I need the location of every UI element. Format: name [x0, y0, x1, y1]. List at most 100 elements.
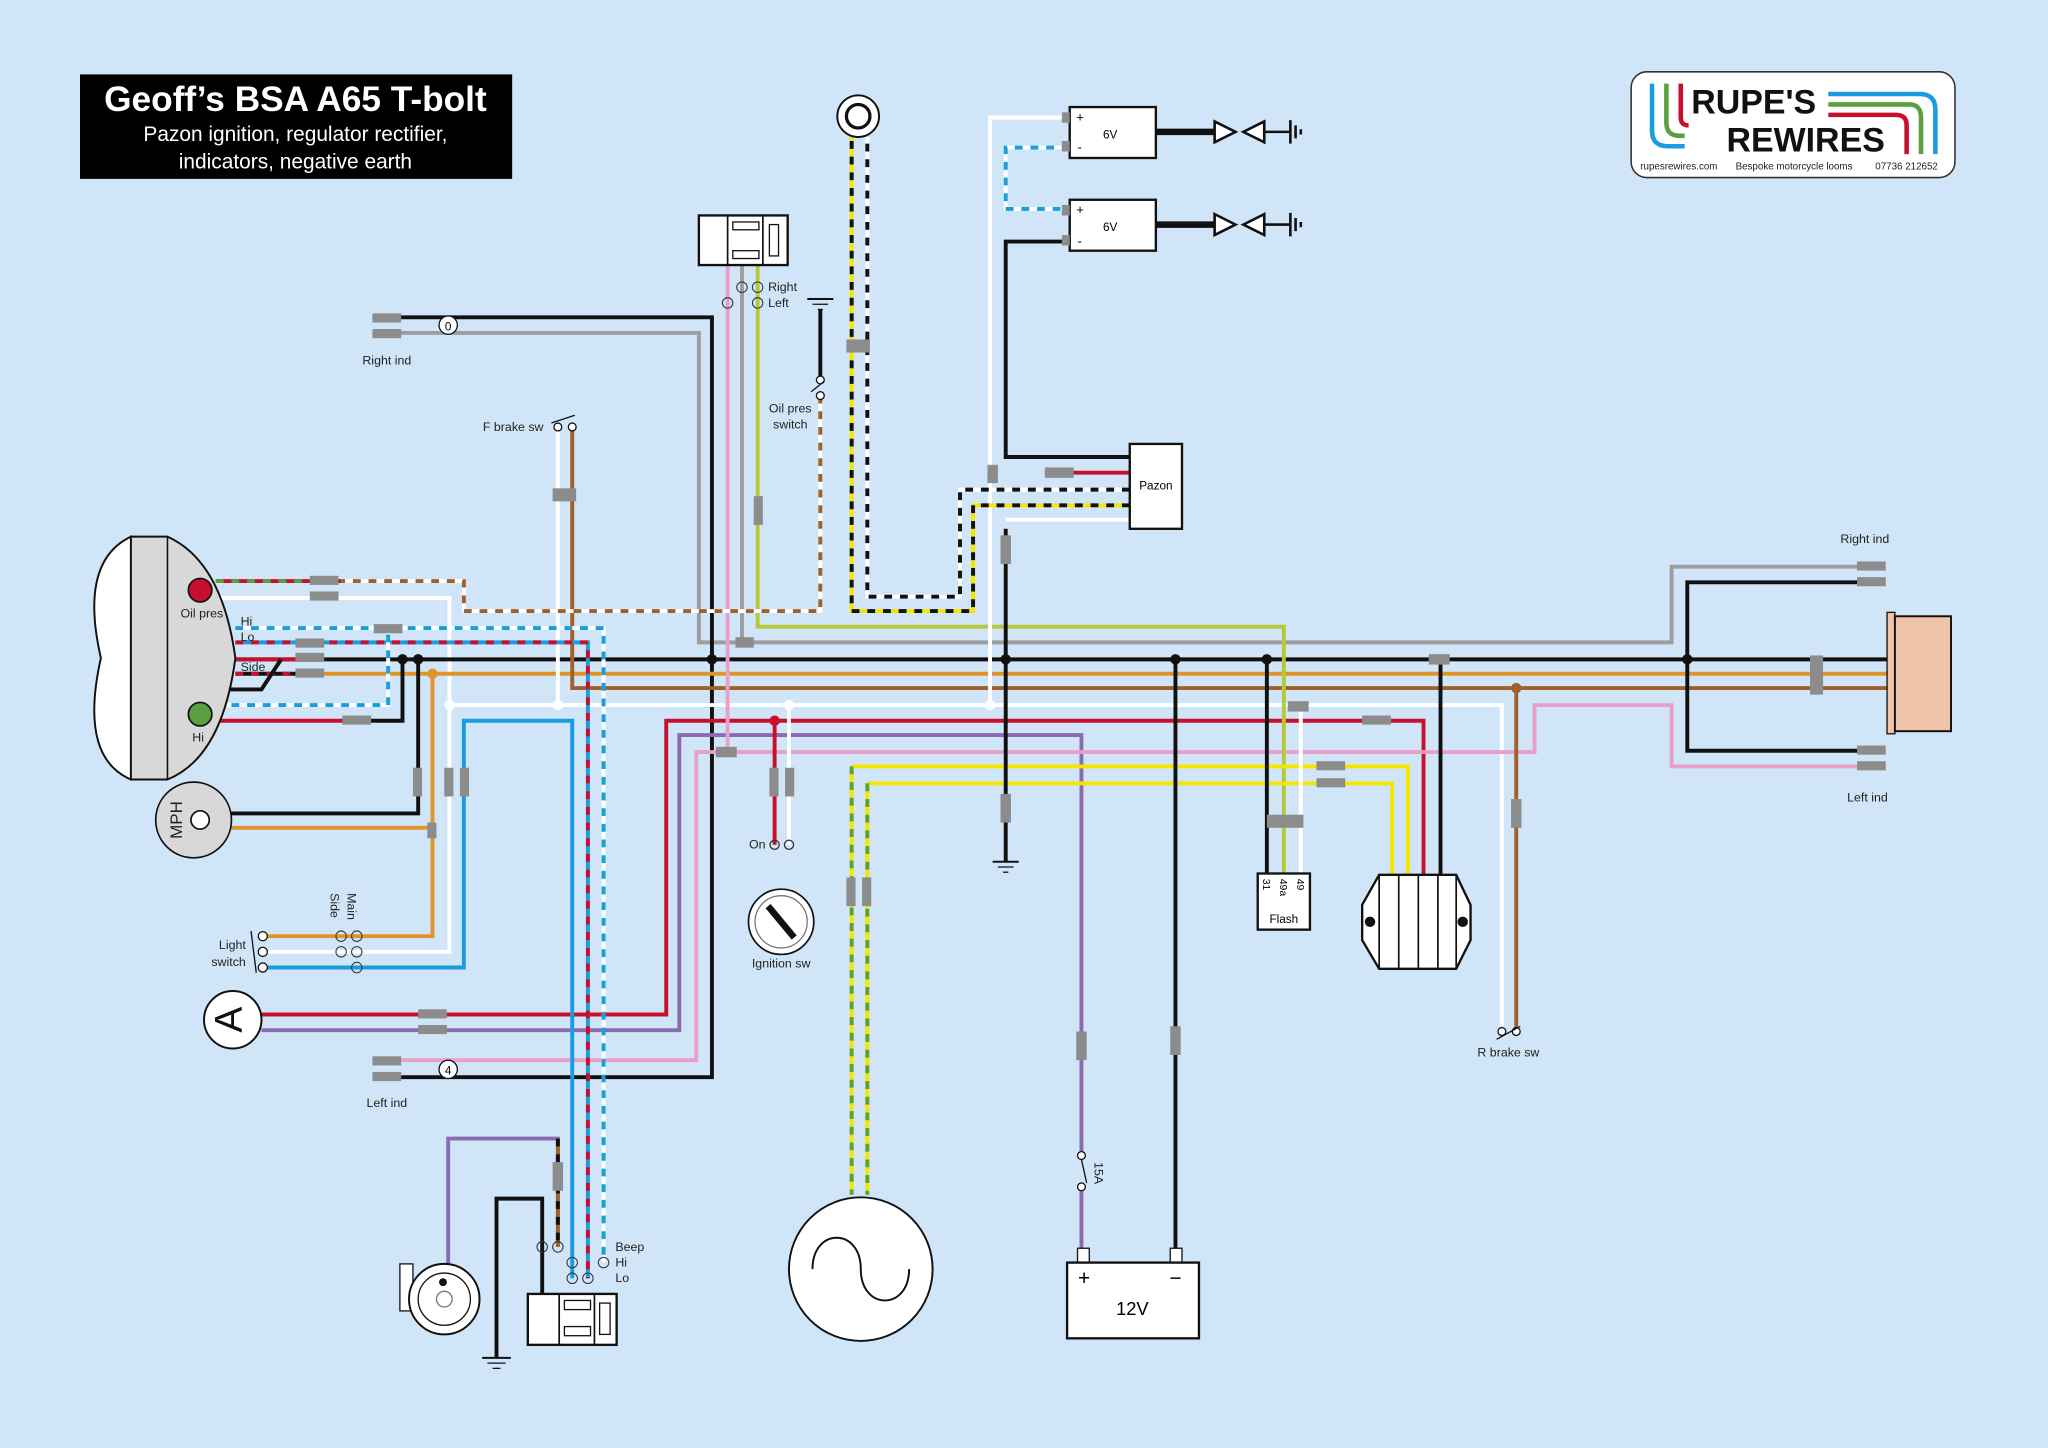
coil-bottom-label: 6V [1103, 221, 1118, 234]
page-title: Geoff’s BSA A65 T-bolt [104, 80, 487, 119]
wire-marker-0: 0 [438, 315, 458, 335]
connector [987, 464, 998, 484]
wire-yellow [851, 764, 1410, 875]
wires [215, 115, 1888, 1358]
wire-white [342, 395, 823, 614]
left-position-label: Left [768, 296, 789, 310]
wire-hi-label: Hi [241, 614, 253, 628]
connector [1810, 655, 1824, 695]
logo-tagline: Bespoke motorcycle looms [1736, 162, 1853, 173]
svg-text:4: 4 [445, 1065, 452, 1078]
wire-white [988, 115, 1070, 706]
wire-blue [262, 718, 575, 1279]
battery-12v: + − 12V [1065, 1247, 1201, 1340]
fuse-label: 15A [1092, 1162, 1106, 1185]
svg-text:49: 49 [1294, 879, 1305, 891]
front-brake-switch: F brake sw [483, 414, 577, 434]
connector [1428, 654, 1450, 665]
alternator [787, 1196, 934, 1342]
side-position-label: Side [328, 893, 342, 918]
svg-text:+: + [1078, 1267, 1090, 1290]
wire-tracer-brown [342, 395, 823, 614]
junction-dot [1682, 654, 1693, 665]
svg-text:+: + [1076, 109, 1084, 124]
connector [295, 638, 325, 648]
horn-lo-label: Lo [615, 1271, 629, 1285]
left-handlebar-switch: Beep Hi Lo [526, 1240, 644, 1347]
subtitle-line-1: Pazon ignition, regulator rectifier, [143, 123, 447, 146]
wire-tracer-blue [215, 628, 391, 708]
wire-pink [372, 703, 1868, 1063]
mph-label: MPH [167, 801, 186, 839]
wire-purple [261, 733, 1084, 1156]
connector [295, 668, 325, 678]
ignition-coil-bottom: +- 6V [1061, 198, 1303, 252]
r-brake-sw-label: R brake sw [1477, 1045, 1539, 1059]
junction-dot [706, 654, 718, 665]
junction-dot [1511, 682, 1522, 694]
earth-icon [992, 860, 1019, 873]
junction-dot [412, 654, 424, 665]
connector [1857, 745, 1886, 755]
light-switch: Light switch Side Main [211, 893, 363, 974]
connector [1287, 701, 1309, 712]
wire-lo-label: Lo [241, 630, 255, 644]
wire-red [261, 718, 1426, 1017]
svg-text:-: - [1078, 233, 1082, 248]
connector [1511, 799, 1522, 828]
logo-url: rupesrewires.com [1640, 162, 1717, 173]
connector [309, 575, 339, 585]
svg-text:31: 31 [1260, 879, 1271, 891]
wire-grey [372, 330, 1868, 645]
right-ind-rear-label: Right ind [1840, 532, 1889, 546]
connector [552, 488, 577, 502]
junction-dot [1000, 654, 1011, 665]
connector [309, 591, 339, 601]
right-handlebar-switch: Right Left [697, 214, 798, 310]
wire-side-label: Side [241, 660, 266, 674]
light-switch-label-1: Light [219, 938, 246, 952]
connector [1044, 467, 1074, 478]
flasher-unit: 31 49a 49 Flash [1256, 872, 1312, 931]
wire-yellow [849, 137, 1130, 614]
wire-black [372, 315, 714, 1080]
connector [1076, 1031, 1087, 1061]
wire-black [494, 1196, 545, 1358]
right-ind-front-label: Right ind [362, 353, 411, 367]
wire-black [215, 659, 421, 816]
light-switch-label-2: switch [211, 955, 246, 969]
connector [735, 637, 754, 648]
junction-dot [397, 654, 408, 665]
logo-name-2: REWIRES [1726, 121, 1884, 159]
title-block: Geoff’s BSA A65 T-bolt Pazon ignition, r… [79, 74, 513, 179]
connector [1316, 778, 1346, 788]
junction-dot [984, 699, 996, 711]
connector [412, 767, 423, 797]
coil-top-label: 6V [1103, 128, 1118, 141]
junction-dot [552, 699, 564, 711]
f-brake-sw-label: F brake sw [483, 420, 544, 434]
connector [1362, 715, 1391, 725]
oil-pressure-warning-lamp [187, 577, 213, 603]
oil-pres-switch-label-2: switch [773, 417, 808, 431]
subtitle-line-2: indicators, negative earth [179, 150, 412, 173]
connector [846, 339, 870, 353]
connector [427, 822, 437, 839]
connector [1170, 1026, 1181, 1055]
horn-hi-label: Hi [615, 1256, 627, 1270]
svg-text:−: − [1169, 1267, 1181, 1290]
wire-black [355, 659, 405, 723]
junction-dot [1261, 654, 1273, 665]
connector [372, 313, 402, 323]
wire-black [1003, 239, 1130, 459]
pazon-label: Pazon [1139, 480, 1172, 493]
connector [295, 652, 325, 662]
connector [552, 1162, 564, 1191]
connector [1000, 793, 1011, 823]
wire-tracer-black [865, 137, 1130, 599]
svg-text:49a: 49a [1277, 879, 1288, 897]
wire-lime [755, 265, 1286, 875]
connector [1857, 761, 1886, 771]
wire-marker-4: 4 [438, 1059, 458, 1080]
junctions [397, 654, 1693, 726]
